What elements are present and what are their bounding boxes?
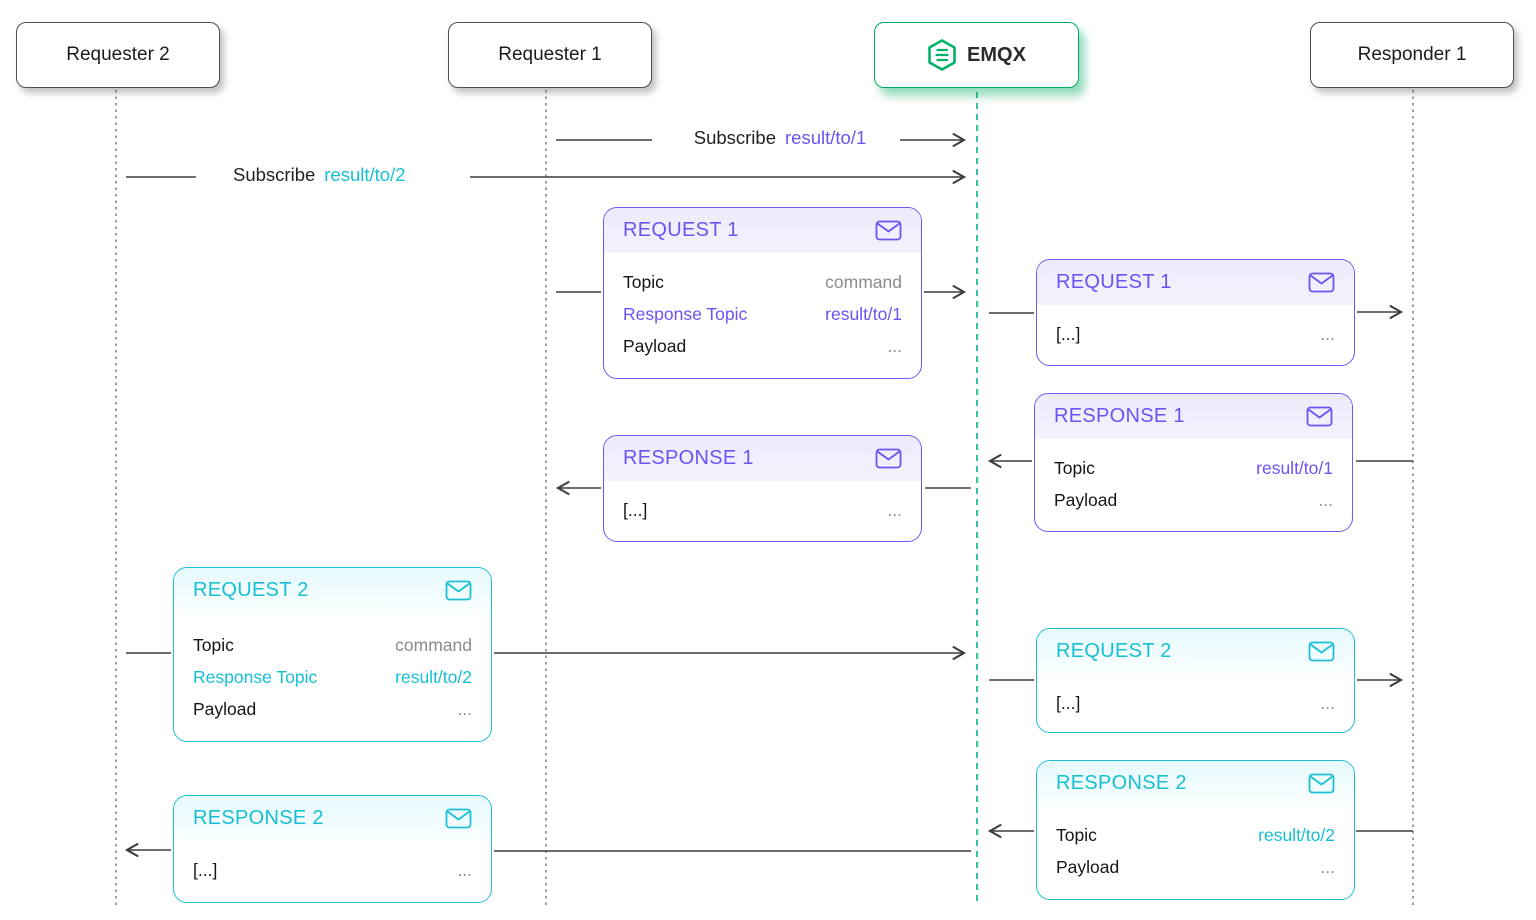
actor-emqx: EMQX	[874, 22, 1079, 88]
row-label: [...]	[1056, 693, 1081, 713]
row-value: ...	[887, 336, 902, 356]
card-title: RESPONSE 1	[623, 447, 754, 469]
row-value: ...	[1320, 324, 1335, 344]
row-label: Response Topic	[623, 304, 748, 324]
row-label: Payload	[1054, 490, 1118, 510]
card-row: [...]...	[623, 494, 902, 526]
envelope-icon	[1308, 641, 1335, 662]
card-row: [...]...	[1056, 318, 1335, 350]
card-body: [...]...	[1037, 305, 1354, 350]
emqx-hexagon-logo-icon	[928, 39, 956, 71]
card-row: Topic result/to/1	[1054, 452, 1333, 484]
card-row: Response Topic result/to/2	[193, 661, 472, 693]
actor-label: Requester 2	[66, 44, 170, 65]
card-response1-mid: RESPONSE 1 [...]...	[603, 435, 922, 542]
card-row: Payload...	[1054, 484, 1333, 516]
card-row: [...]...	[1056, 687, 1335, 719]
card-header: RESPONSE 2	[1037, 761, 1354, 806]
actor-requester2: Requester 2	[16, 22, 220, 88]
row-label: [...]	[623, 500, 648, 520]
row-value: result/to/1	[1256, 458, 1333, 478]
card-body: [...]...	[604, 481, 921, 526]
card-row: Topic command	[623, 266, 902, 298]
card-header: REQUEST 2	[1037, 629, 1354, 674]
card-header: REQUEST 1	[1037, 260, 1354, 305]
subscribe-action: Subscribe	[693, 127, 776, 148]
actor-requester1: Requester 1	[448, 22, 652, 88]
envelope-icon	[1306, 406, 1333, 427]
card-title: RESPONSE 1	[1054, 405, 1185, 427]
envelope-icon	[875, 448, 902, 469]
card-title: REQUEST 1	[623, 219, 739, 241]
card-title: RESPONSE 2	[1056, 772, 1187, 794]
actor-label: Responder 1	[1357, 44, 1467, 65]
row-value: ...	[457, 699, 472, 719]
envelope-icon	[875, 220, 902, 241]
row-value: command	[395, 635, 472, 655]
actor-responder1: Responder 1	[1310, 22, 1514, 88]
card-response2-right: RESPONSE 2 Topic result/to/2 Payload...	[1036, 760, 1355, 900]
card-title: RESPONSE 2	[193, 807, 324, 829]
row-label: [...]	[193, 860, 218, 880]
row-label: Payload	[193, 699, 257, 719]
envelope-icon	[1308, 773, 1335, 794]
card-body: Topic result/to/2 Payload...	[1037, 806, 1354, 883]
card-row: [...]...	[193, 854, 472, 886]
card-body: Topic result/to/1 Payload...	[1035, 439, 1352, 516]
card-response2-left: RESPONSE 2 [...]...	[173, 795, 492, 903]
card-row: Topic result/to/2	[1056, 819, 1335, 851]
row-value: ...	[1320, 857, 1335, 877]
card-header: RESPONSE 2	[174, 796, 491, 841]
subscribe2-label: Subscribe result/to/2	[233, 164, 406, 186]
row-label: Topic	[1054, 458, 1095, 478]
actor-label: EMQX	[967, 43, 1026, 66]
envelope-icon	[445, 808, 472, 829]
card-row: Payload...	[1056, 851, 1335, 883]
row-label: Topic	[1056, 825, 1097, 845]
row-value: result/to/2	[395, 667, 472, 687]
card-request2-right: REQUEST 2 [...]...	[1036, 628, 1355, 733]
subscribe-topic: result/to/2	[324, 164, 406, 185]
card-title: REQUEST 2	[1056, 640, 1172, 662]
envelope-icon	[1308, 272, 1335, 293]
subscribe-action: Subscribe	[233, 164, 316, 185]
actor-label: Requester 1	[498, 44, 602, 65]
card-request1-mid: REQUEST 1 Topic command Response Topic res…	[603, 207, 922, 379]
row-value: command	[825, 272, 902, 292]
card-row: Response Topic result/to/1	[623, 298, 902, 330]
row-label: Topic	[193, 635, 234, 655]
row-value: ...	[887, 500, 902, 520]
card-header: REQUEST 2	[174, 568, 491, 613]
row-value: result/to/2	[1258, 825, 1335, 845]
card-request1-right: REQUEST 1 [...]...	[1036, 259, 1355, 366]
row-label: Response Topic	[193, 667, 318, 687]
card-body: [...]...	[174, 841, 491, 886]
card-header: REQUEST 1	[604, 208, 921, 253]
subscribe1-label: Subscribe result/to/1	[655, 127, 905, 149]
row-label: Topic	[623, 272, 664, 292]
card-response1-right: RESPONSE 1 Topic result/to/1 Payload...	[1034, 393, 1353, 532]
row-value: ...	[457, 860, 472, 880]
card-row: Payload...	[193, 693, 472, 725]
card-title: REQUEST 1	[1056, 271, 1172, 293]
row-value: result/to/1	[825, 304, 902, 324]
row-label: Payload	[1056, 857, 1120, 877]
card-header: RESPONSE 1	[604, 436, 921, 481]
row-value: ...	[1318, 490, 1333, 510]
card-body: Topic command Response Topic result/to/1 P…	[604, 253, 921, 362]
envelope-icon	[445, 580, 472, 601]
card-row: Topic command	[193, 629, 472, 661]
row-label: Payload	[623, 336, 687, 356]
card-header: RESPONSE 1	[1035, 394, 1352, 439]
card-body: Topic command Response Topic result/to/2 P…	[174, 613, 491, 725]
card-row: Payload...	[623, 330, 902, 362]
row-label: [...]	[1056, 324, 1081, 344]
card-request2-left: REQUEST 2 Topic command Response Topic res…	[173, 567, 492, 742]
card-body: [...]...	[1037, 674, 1354, 719]
card-title: REQUEST 2	[193, 579, 309, 601]
subscribe-topic: result/to/1	[785, 127, 867, 148]
row-value: ...	[1320, 693, 1335, 713]
